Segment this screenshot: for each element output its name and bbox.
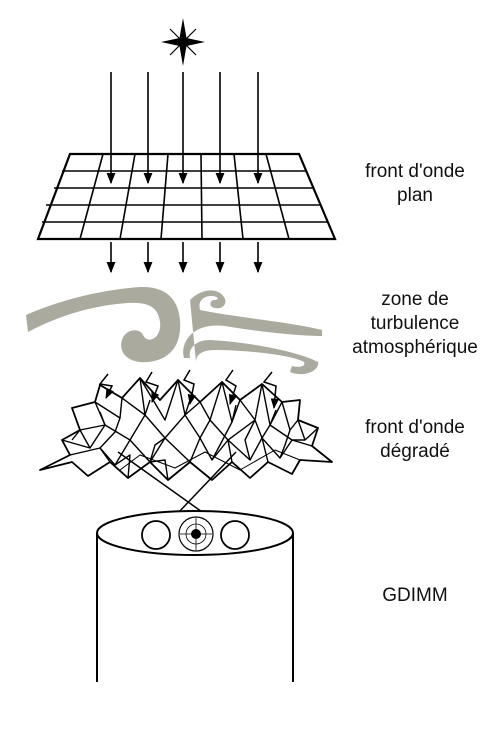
turbulence-zone: [26, 286, 322, 375]
label-front-plan: front d'onde plan: [340, 160, 490, 208]
incoming-rays: [106, 72, 263, 185]
transmitted-rays: [106, 242, 263, 274]
label-instrument-text: GDIMM: [382, 585, 448, 606]
label-front-degrade: front d'onde dégradé: [340, 416, 490, 464]
star-icon: [161, 18, 205, 66]
label-turbulence-line2: turbulence: [370, 313, 460, 334]
label-front-plan-line1: front d'onde: [365, 161, 465, 182]
label-turbulence-line1: zone de: [381, 289, 449, 310]
label-front-plan-line2: plan: [397, 185, 433, 206]
label-turbulence: zone de turbulence atmosphérique: [340, 288, 490, 360]
degraded-wavefront: [39, 377, 333, 481]
label-instrument: GDIMM: [340, 584, 490, 608]
pupil-mask: [141, 516, 250, 552]
label-front-degrade-line2: dégradé: [380, 441, 450, 462]
plane-wavefront-grid: [36, 152, 337, 241]
label-front-degrade-line1: front d'onde: [365, 417, 465, 438]
label-turbulence-line3: atmosphérique: [352, 337, 478, 358]
